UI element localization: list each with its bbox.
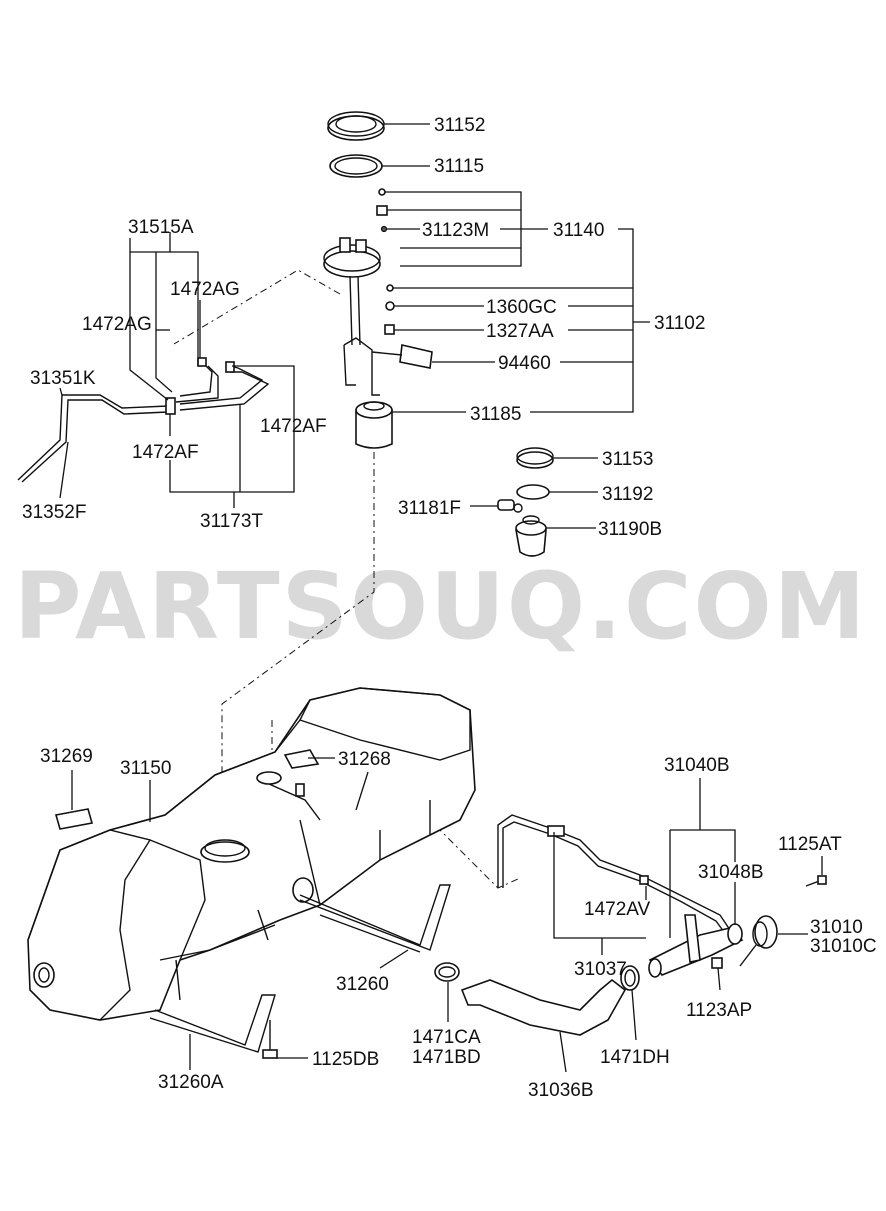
fuel-tube-assembly xyxy=(17,357,270,483)
label-1123ap: 1123AP xyxy=(686,1000,752,1021)
washer-part xyxy=(386,284,394,292)
label-31515a: 31515A xyxy=(128,217,194,238)
label-31036b: 31036B xyxy=(528,1080,594,1101)
label-1125at: 1125AT xyxy=(778,834,842,855)
label-31192: 31192 xyxy=(602,484,653,505)
fuel-tank-part xyxy=(27,687,476,1021)
label-31352f: 31352F xyxy=(22,502,86,523)
valve-31190b-part xyxy=(515,515,547,557)
fuel-pump-module-part xyxy=(323,237,433,396)
small-cap-part xyxy=(376,205,388,216)
clamp-1471dh-part xyxy=(620,965,640,991)
label-1471bd: 1471BD xyxy=(412,1047,481,1068)
label-31268: 31268 xyxy=(338,749,391,770)
watermark: PARTSOUQ.COM xyxy=(14,553,867,660)
filler-neck-part xyxy=(648,914,744,978)
lock-ring-31153-part xyxy=(516,447,554,469)
part-number-labels: 31152 31115 31123M 31140 31515A 1472AG 1… xyxy=(22,115,877,1101)
label-1471ca: 1471CA xyxy=(412,1027,481,1048)
filler-hose-part xyxy=(460,978,627,1036)
pad-31269-part xyxy=(54,808,94,830)
label-31150: 31150 xyxy=(120,758,171,779)
small-oring-part xyxy=(380,225,388,233)
label-31010c: 31010C xyxy=(810,936,877,957)
fuel-filter-part xyxy=(355,401,393,449)
label-1472ag-b: 1472AG xyxy=(82,314,152,335)
gasket-part xyxy=(329,154,383,178)
bolt-1125db-part xyxy=(262,1020,278,1059)
label-31010: 31010 xyxy=(810,917,863,938)
label-94460: 94460 xyxy=(498,353,551,374)
label-1471dh: 1471DH xyxy=(600,1047,670,1068)
label-31037: 31037 xyxy=(574,959,627,980)
pad-31268-part xyxy=(283,749,320,769)
label-1472ag-a: 1472AG xyxy=(170,279,240,300)
label-1327aa: 1327AA xyxy=(486,321,554,342)
nut-1360gc-part xyxy=(385,301,395,311)
label-31140: 31140 xyxy=(553,220,604,241)
label-31173t: 31173T xyxy=(200,511,263,532)
label-31115: 31115 xyxy=(434,156,484,177)
label-1360gc: 1360GC xyxy=(486,297,557,318)
bolt-1125at-part xyxy=(805,875,827,887)
nut-1327aa-part xyxy=(384,324,395,335)
label-31181f: 31181F xyxy=(398,498,461,519)
label-31152: 31152 xyxy=(434,115,485,136)
label-1472af-a: 1472AF xyxy=(260,416,327,437)
label-1472av: 1472AV xyxy=(584,899,651,920)
label-1125db: 1125DB xyxy=(312,1049,379,1070)
label-31040b: 31040B xyxy=(664,755,730,776)
label-31351k: 31351K xyxy=(30,368,96,389)
leader-lines-bottom xyxy=(71,757,823,1073)
clamp-1471ca-part xyxy=(434,962,460,982)
label-31260a: 31260A xyxy=(158,1072,224,1093)
screw-1123ap-part xyxy=(711,957,723,969)
fuel-cap-part xyxy=(739,915,778,967)
strap-31260a-part xyxy=(149,994,276,1053)
label-31153: 31153 xyxy=(602,449,653,470)
label-31185: 31185 xyxy=(470,404,521,425)
gasket-31192-part xyxy=(516,484,550,500)
plug-31181f-part xyxy=(497,499,523,513)
label-31102: 31102 xyxy=(654,313,705,334)
lock-ring-part xyxy=(327,111,385,141)
leader-lines-top xyxy=(59,123,650,529)
label-1472af-b: 1472AF xyxy=(132,442,199,463)
vent-hose-part xyxy=(497,814,731,933)
small-plug-part xyxy=(378,188,386,196)
label-31048b: 31048B xyxy=(698,862,764,883)
strap-31260-part xyxy=(299,884,451,951)
label-31190b: 31190B xyxy=(598,519,662,540)
label-31123m: 31123M xyxy=(422,220,489,241)
label-31269: 31269 xyxy=(40,746,93,767)
label-31260: 31260 xyxy=(336,974,389,995)
